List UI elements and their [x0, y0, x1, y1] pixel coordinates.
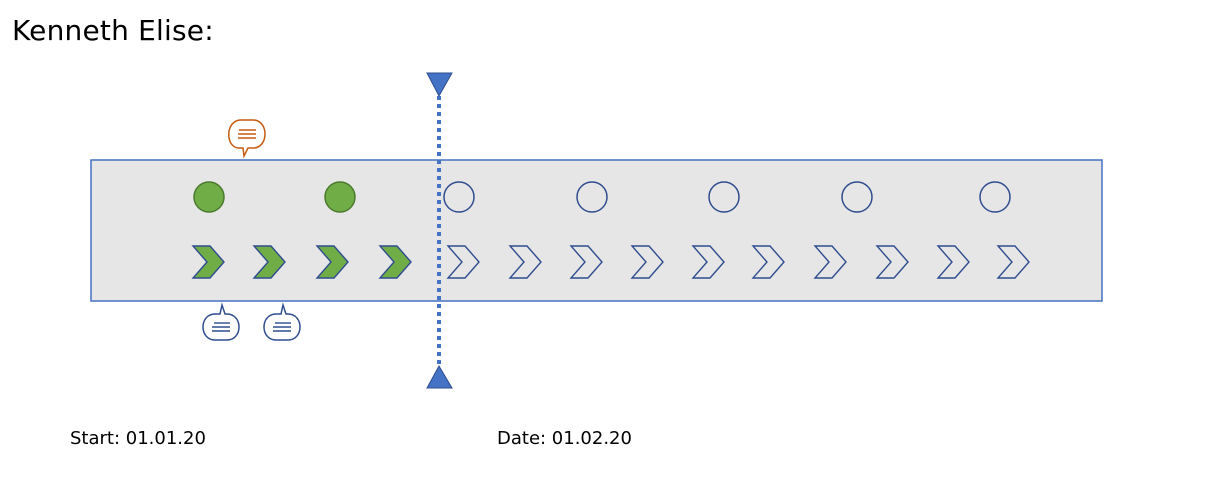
step-done-chevron-icon[interactable]	[378, 245, 412, 279]
step-pending-chevron-icon[interactable]	[630, 245, 664, 279]
step-pending-chevron-icon[interactable]	[875, 245, 909, 279]
timeline-band	[90, 159, 1103, 302]
milestone-pending-icon[interactable]	[841, 181, 873, 213]
step-pending-chevron-icon[interactable]	[446, 245, 480, 279]
milestone-pending-icon[interactable]	[576, 181, 608, 213]
milestones-group	[193, 181, 1011, 213]
step-done-chevron-icon[interactable]	[191, 245, 225, 279]
marker-top-triangle-icon[interactable]	[426, 72, 453, 98]
milestone-done-icon[interactable]	[324, 181, 356, 213]
comment-bubble-icon[interactable]	[202, 302, 240, 341]
current-date-label: Date: 01.02.20	[497, 428, 632, 449]
marker-bottom-triangle-icon[interactable]	[426, 364, 453, 389]
step-pending-chevron-icon[interactable]	[751, 245, 785, 279]
comment-bubble-icon[interactable]	[263, 302, 301, 341]
steps-group	[191, 245, 1030, 279]
milestone-pending-icon[interactable]	[443, 181, 475, 213]
step-pending-chevron-icon[interactable]	[936, 245, 970, 279]
step-pending-chevron-icon[interactable]	[569, 245, 603, 279]
start-date-label: Start: 01.01.20	[70, 428, 206, 449]
comments-group	[202, 119, 301, 341]
comment-bubble-icon[interactable]	[228, 119, 266, 159]
step-pending-chevron-icon[interactable]	[996, 245, 1030, 279]
step-pending-chevron-icon[interactable]	[813, 245, 847, 279]
current-date-marker[interactable]	[426, 72, 453, 389]
step-pending-chevron-icon[interactable]	[508, 245, 542, 279]
milestone-done-icon[interactable]	[193, 181, 225, 213]
step-done-chevron-icon[interactable]	[315, 245, 349, 279]
page-title: Kenneth Elise:	[12, 14, 214, 47]
milestone-pending-icon[interactable]	[708, 181, 740, 213]
milestone-pending-icon[interactable]	[979, 181, 1011, 213]
step-done-chevron-icon[interactable]	[252, 245, 286, 279]
step-pending-chevron-icon[interactable]	[691, 245, 725, 279]
